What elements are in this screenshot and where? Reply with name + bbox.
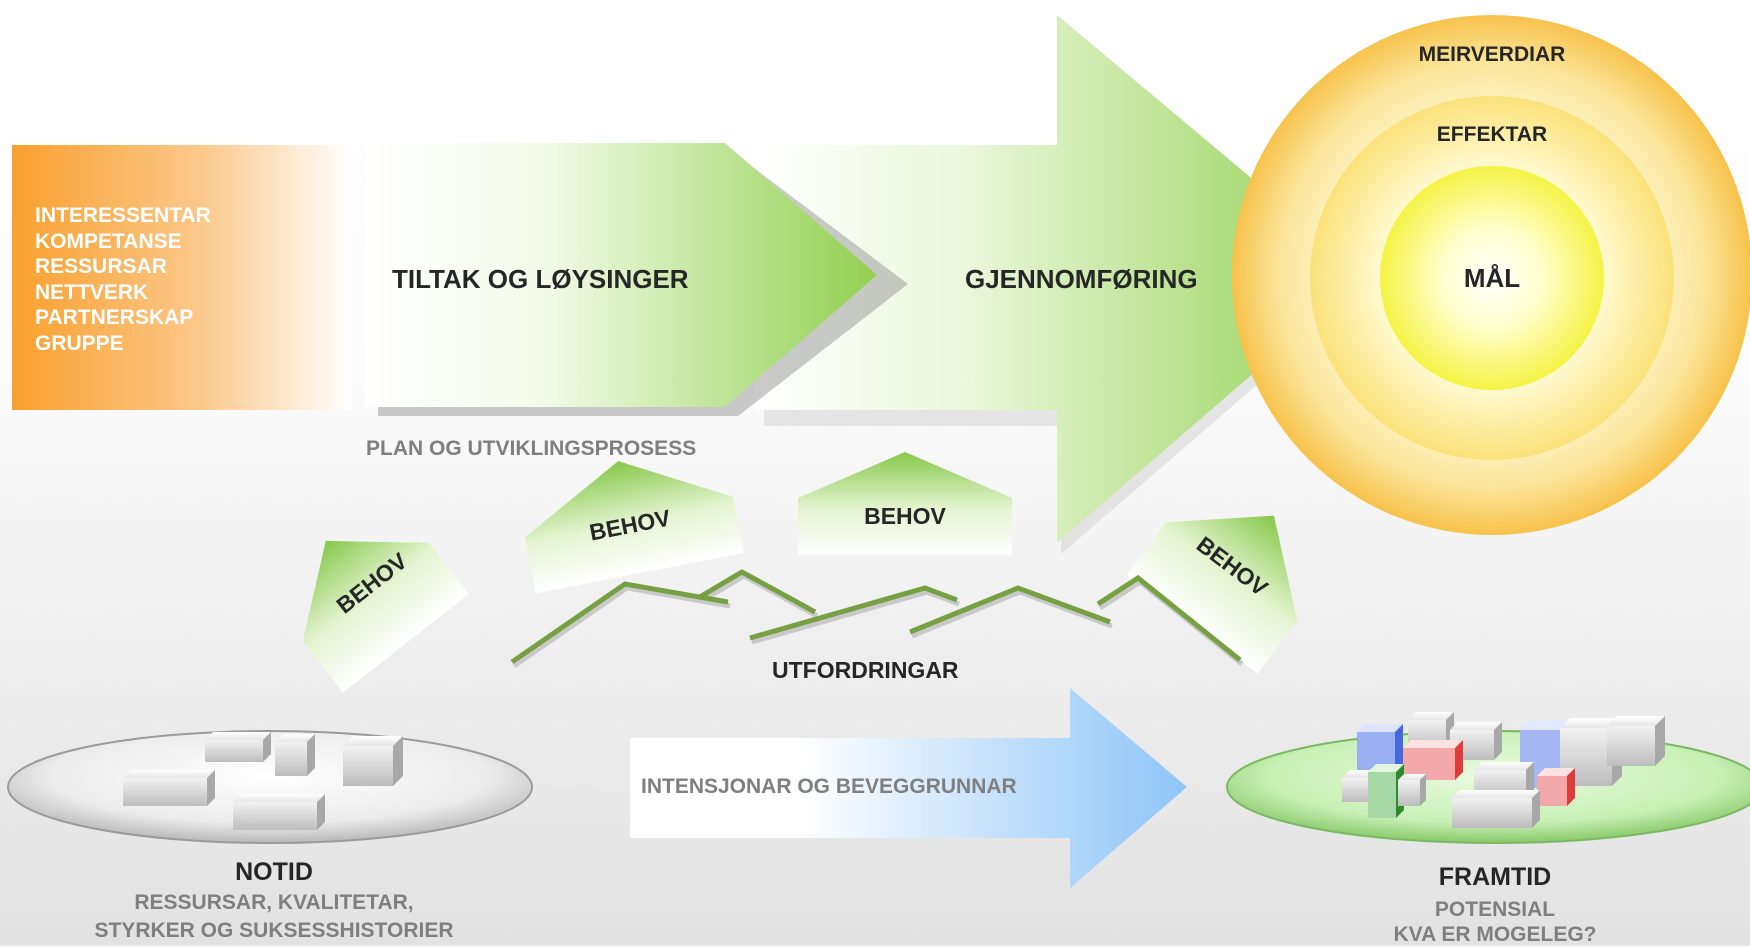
inner-circle-label: MÅL bbox=[1463, 263, 1521, 293]
resource-item: RESSURSAR bbox=[35, 255, 167, 278]
process-caption: PLAN OG UTVIKLINGSPROSESS bbox=[366, 437, 697, 460]
motivation-arrow bbox=[630, 688, 1187, 888]
resources-list: INTERESSENTAR KOMPETANSE RESSURSAR NETTV… bbox=[35, 203, 211, 356]
main-arrow-label: GJENNOMFØRING bbox=[965, 264, 1198, 294]
present-line-2: STYRKER OG SUKSESSHISTORIER bbox=[94, 919, 454, 942]
resource-item: INTERESSENTAR bbox=[35, 204, 211, 227]
resources-box bbox=[12, 145, 352, 410]
inner-circle-mal bbox=[1380, 166, 1604, 390]
present-line-1: RESSURSAR, KVALITETAR, bbox=[134, 891, 414, 914]
behov-shape-1 bbox=[302, 540, 469, 693]
behov-label-3: BEHOV bbox=[864, 503, 946, 529]
future-line-2: KVA ER MOGELEG? bbox=[1393, 923, 1597, 946]
future-blocks bbox=[1342, 712, 1665, 828]
motivation-arrow-label: INTENSJONAR OG BEVEGGRUNNAR bbox=[641, 775, 1017, 798]
resource-item: NETTVERK bbox=[35, 280, 149, 304]
resource-item: KOMPETANSE bbox=[35, 229, 182, 253]
future-line-1: POTENSIAL bbox=[1434, 898, 1556, 921]
middle-circle-label: EFFEKTAR bbox=[1436, 123, 1548, 146]
present-title: NOTID bbox=[235, 858, 313, 886]
first-arrow-label: TILTAK OG LØYSINGER bbox=[392, 264, 689, 294]
present-blocks bbox=[123, 732, 403, 830]
behov-shape-3 bbox=[798, 452, 1012, 555]
behov-shape-4 bbox=[1126, 515, 1298, 674]
first-arrow bbox=[365, 143, 877, 407]
future-title: FRAMTID bbox=[1438, 863, 1552, 891]
challenges-mountains bbox=[510, 569, 1244, 669]
outer-circle-label: MEIRVERDIAR bbox=[1418, 43, 1566, 66]
main-arrow bbox=[755, 15, 1367, 543]
behov-shape-2 bbox=[524, 461, 744, 594]
challenges-label: UTFORDRINGAR bbox=[772, 657, 959, 683]
resource-item: PARTNERSKAP bbox=[35, 306, 194, 329]
resource-item: GRUPPE bbox=[35, 331, 124, 355]
